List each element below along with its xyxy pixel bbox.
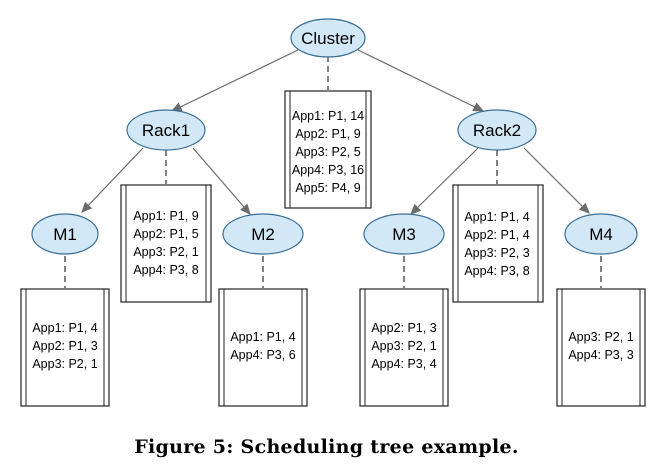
box-m2: App1: P1, 4 App4: P3, 6 (218, 288, 308, 407)
node-m2-label: M2 (251, 225, 275, 244)
box-cluster: App1: P1, 14 App2: P1, 9 App3: P2, 5 App… (284, 90, 372, 209)
box-m1-line: App1: P1, 4 (32, 321, 97, 335)
box-m4-line: App3: P2, 1 (568, 330, 633, 344)
figure-caption: Figure 5: Scheduling tree example. (134, 436, 519, 458)
box-m3-line: App2: P1, 3 (371, 321, 436, 335)
node-rack2: Rack2 (457, 109, 537, 151)
box-m2-line: App4: P3, 6 (230, 348, 295, 362)
box-rack1: App1: P1, 9 App2: P1, 5 App3: P2, 1 App4… (120, 184, 212, 303)
node-m1: M1 (31, 213, 99, 255)
edge-rack1-m2 (192, 147, 251, 215)
edge-cluster-rack2 (357, 49, 485, 112)
box-rack1-line: App2: P1, 5 (133, 227, 198, 241)
box-m3-line: App4: P3, 4 (371, 357, 436, 371)
box-m1-line: App3: P2, 1 (32, 357, 97, 371)
node-cluster-label: Cluster (301, 29, 355, 48)
edge-rack1-m1 (81, 147, 144, 213)
box-rack2-line: App1: P1, 4 (464, 210, 529, 224)
box-m2-line: App1: P1, 4 (230, 330, 295, 344)
node-cluster: Cluster (290, 18, 366, 58)
edge-cluster-rack1 (170, 49, 299, 112)
box-cluster-line: App1: P1, 14 (292, 109, 364, 123)
node-m2: M2 (222, 213, 304, 255)
box-rack2-line: App2: P1, 4 (464, 228, 529, 242)
box-rack2-line: App3: P2, 3 (464, 246, 529, 260)
node-m4: M4 (564, 213, 638, 255)
node-rack2-label: Rack2 (473, 121, 521, 140)
box-m3-line: App3: P2, 1 (371, 339, 436, 353)
node-m4-label: M4 (589, 225, 613, 244)
box-m1-line: App2: P1, 3 (32, 339, 97, 353)
scheduling-tree-diagram: Cluster Rack1 Rack2 M1 M2 M3 M4 App1: P1… (20, 18, 646, 407)
node-m3: M3 (363, 213, 445, 255)
edge-rack2-m4 (523, 147, 590, 214)
box-cluster-line: App4: P3, 16 (292, 163, 364, 177)
box-rack1-line: App4: P3, 8 (133, 263, 198, 277)
box-rack1-line: App3: P2, 1 (133, 245, 198, 259)
node-rack1: Rack1 (126, 109, 206, 151)
box-m4-line: App4: P3, 3 (568, 348, 633, 362)
box-rack2-line: App4: P3, 8 (464, 264, 529, 278)
node-m3-label: M3 (392, 225, 416, 244)
box-cluster-line: App2: P1, 9 (295, 127, 360, 141)
node-rack1-label: Rack1 (142, 121, 190, 140)
edge-rack2-m3 (410, 147, 479, 215)
box-rack2: App1: P1, 4 App2: P1, 4 App3: P2, 3 App4… (452, 184, 544, 303)
box-cluster-line: App3: P2, 5 (295, 145, 360, 159)
box-rack1-line: App1: P1, 9 (133, 209, 198, 223)
box-m1: App1: P1, 4 App2: P1, 3 App3: P2, 1 (20, 288, 110, 407)
box-cluster-line: App5: P4, 9 (295, 181, 360, 195)
node-m1-label: M1 (53, 225, 77, 244)
box-m3: App2: P1, 3 App3: P2, 1 App4: P3, 4 (359, 288, 449, 407)
box-m4: App3: P2, 1 App4: P3, 3 (556, 288, 646, 407)
